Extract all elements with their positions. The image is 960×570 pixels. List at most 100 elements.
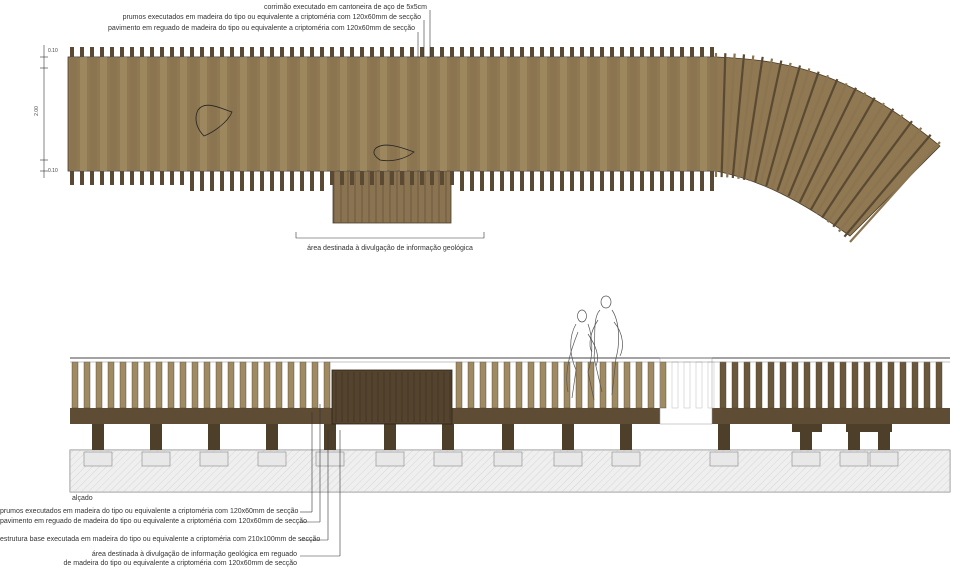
plan-curved-plank: [849, 141, 941, 243]
plan-post: [180, 171, 184, 185]
plan-post: [500, 171, 504, 191]
plan-plank: [270, 57, 277, 171]
plan-plank: [130, 57, 137, 171]
plan-post: [470, 47, 474, 57]
plan-post: [300, 171, 304, 191]
plan-post: [500, 47, 504, 57]
elevation-post: [671, 361, 679, 409]
plan-post: [460, 171, 464, 191]
elevation-post: [683, 361, 691, 409]
plan-plank: [430, 57, 437, 171]
plan-plank: [440, 57, 447, 171]
plan-post: [300, 47, 304, 57]
plan-post: [710, 171, 714, 191]
plan-post: [80, 47, 84, 57]
elevation-post: [695, 361, 703, 409]
elevation-post: [263, 361, 271, 409]
elevation-post: [851, 361, 859, 409]
plan-post: [480, 47, 484, 57]
plan-post: [680, 171, 684, 191]
elevation-info-panel: [331, 369, 453, 425]
plan-post: [480, 171, 484, 191]
plan-dim-bottom: 0.10: [48, 168, 58, 174]
plan-plank: [610, 57, 617, 171]
elevation-post: [191, 361, 199, 409]
plan-plank: [210, 57, 217, 171]
plan-post: [310, 171, 314, 191]
plan-curved-plank: [742, 56, 764, 180]
plan-post: [660, 171, 664, 191]
plan-post: [490, 47, 494, 57]
plan-plank: [340, 57, 347, 171]
plan-post: [530, 171, 534, 191]
footing: [433, 451, 463, 467]
elevation-post: [707, 361, 715, 409]
plan-post: [670, 47, 674, 57]
elevation-post: [215, 361, 223, 409]
plan-post: [330, 47, 334, 57]
plan-post: [550, 47, 554, 57]
plan-curved-plank: [809, 97, 876, 211]
plan-post: [280, 47, 284, 57]
plan-plank: [710, 57, 717, 171]
plan-plank: [350, 57, 357, 171]
plan-posts: [70, 47, 714, 191]
plan-post: [390, 171, 394, 185]
plan-plank: [560, 57, 567, 171]
footing: [257, 451, 287, 467]
plan-plank: [400, 57, 407, 171]
plan-plank: [150, 57, 157, 171]
people-sketch: [566, 295, 623, 401]
plan-post: [230, 47, 234, 57]
plan-curved-plank: [765, 65, 802, 187]
plan-plank: [290, 57, 297, 171]
plan-post: [400, 171, 404, 185]
support-piers: [92, 424, 892, 450]
footing: [83, 451, 113, 467]
elevation-post: [551, 361, 559, 409]
elevation-post: [755, 361, 763, 409]
plan-post: [220, 47, 224, 57]
plan-post: [520, 47, 524, 57]
plan-post: [360, 171, 364, 185]
plan-post: [150, 171, 154, 185]
elevation-post: [467, 361, 475, 409]
elevation-post: [899, 361, 907, 409]
plan-plank: [170, 57, 177, 171]
plan-plank: [570, 57, 577, 171]
plan-post: [90, 47, 94, 57]
plan-plank: [310, 57, 317, 171]
elevation-post: [575, 361, 583, 409]
plan-plank: [680, 57, 687, 171]
plan-curved-plank: [804, 92, 867, 207]
support-pier: [442, 424, 454, 450]
plan-post: [580, 171, 584, 191]
footing: [839, 451, 869, 467]
footing: [199, 451, 229, 467]
plan-post: [630, 47, 634, 57]
elevation-callout-info-area-cont: de madeira do tipo ou equivalente a crip…: [63, 560, 297, 567]
support-pier: [502, 424, 514, 450]
elevation-post: [863, 361, 871, 409]
plan-post: [610, 47, 614, 57]
footing: [611, 451, 641, 467]
plan-post: [510, 171, 514, 191]
elevation-view: [69, 295, 951, 557]
plan-post: [140, 171, 144, 185]
plan-post: [260, 171, 264, 191]
plan-post: [310, 47, 314, 57]
plan-plank: [590, 57, 597, 171]
elevation-post: [779, 361, 787, 409]
plan-plank: [670, 57, 677, 171]
plan-plank: [70, 57, 77, 171]
elevation-post: [479, 361, 487, 409]
elevation-post: [95, 361, 103, 409]
plan-post: [430, 47, 434, 57]
plan-post: [100, 171, 104, 185]
elevation-post: [299, 361, 307, 409]
plan-post: [420, 47, 424, 57]
plan-post: [250, 171, 254, 191]
plan-curved-plank: [754, 60, 783, 183]
plan-curved-plank: [726, 53, 736, 178]
elevation-post: [503, 361, 511, 409]
